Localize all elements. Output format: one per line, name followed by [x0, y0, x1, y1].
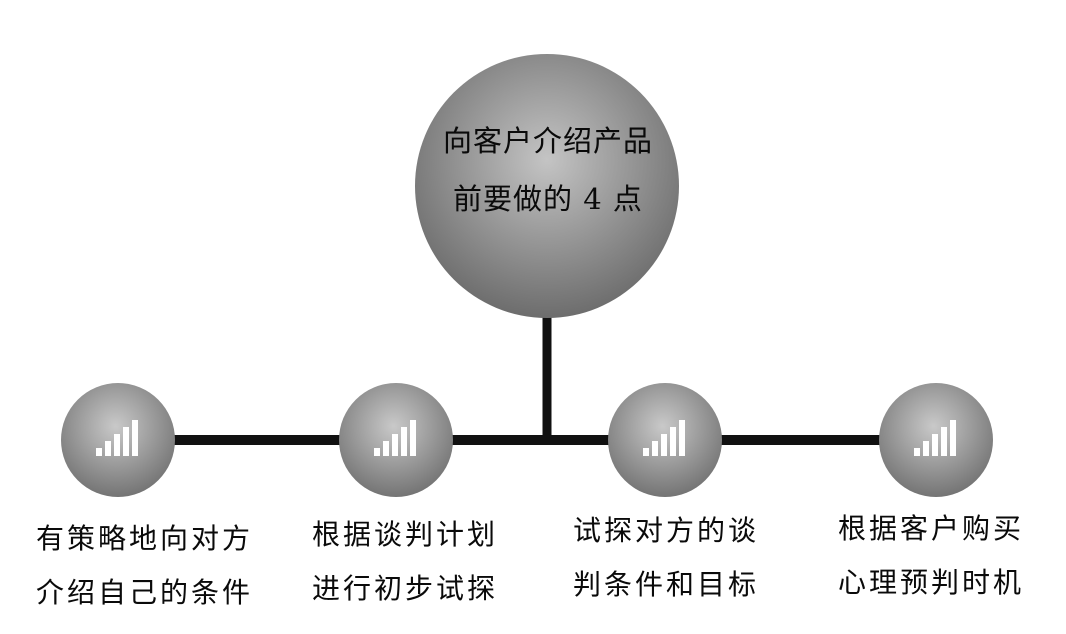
signal-bars-icon	[374, 420, 416, 456]
center-title: 向客户介绍产品 前要做的 4 点	[412, 112, 684, 228]
center-title-line-2: 前要做的 4 点	[453, 182, 643, 216]
center-title-line-1: 向客户介绍产品	[442, 124, 653, 158]
signal-bars-icon	[96, 420, 138, 456]
node-label-3: 根据客户购买 心理预判时机	[838, 502, 1024, 610]
node-label-line-2: 心理预判时机	[838, 566, 1025, 599]
node-label-line-2: 进行初步试探	[312, 572, 499, 605]
node-label-0: 有策略地向对方 介绍自己的条件	[36, 512, 253, 620]
node-label-1: 根据谈判计划 进行初步试探	[312, 508, 498, 616]
node-label-line-1: 有策略地向对方	[36, 522, 254, 555]
node-label-line-2: 介绍自己的条件	[36, 576, 254, 609]
signal-bars-icon	[643, 420, 685, 456]
node-label-line-2: 判条件和目标	[573, 568, 760, 601]
center-circle	[415, 54, 679, 318]
signal-bars-icon	[914, 420, 956, 456]
node-label-2: 试探对方的谈 判条件和目标	[573, 504, 759, 612]
node-label-line-1: 试探对方的谈	[573, 514, 760, 547]
node-label-line-1: 根据客户购买	[838, 512, 1025, 545]
node-label-line-1: 根据谈判计划	[312, 518, 499, 551]
